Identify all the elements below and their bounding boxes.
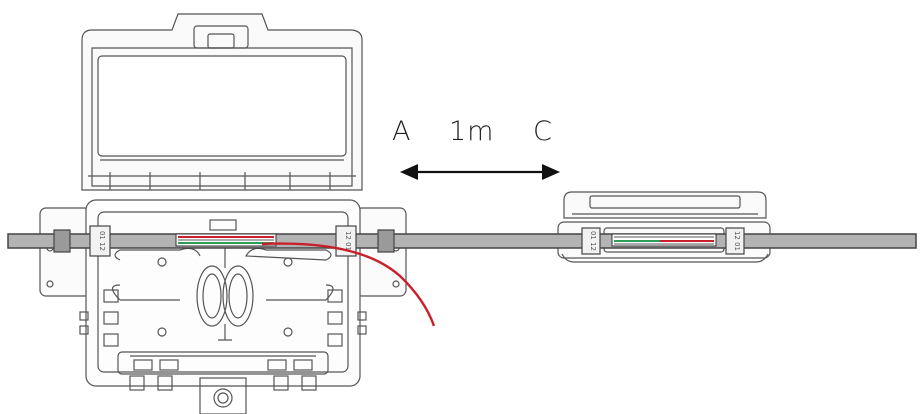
port-block-right-a: 01 12 (581, 227, 601, 255)
closure-lid (81, 13, 363, 191)
port-block-right-b: 12 01 (725, 227, 745, 255)
label-point-a: A (392, 116, 412, 147)
label-point-c: C (533, 116, 553, 147)
port-label: 01 12 (589, 231, 597, 251)
fibers-right (611, 233, 717, 247)
fiber-cable (7, 229, 917, 253)
port-block-left-a: 01 12 (89, 225, 111, 257)
port-label: 12 01 (733, 231, 741, 251)
open-closure (39, 13, 407, 414)
fibers-left (175, 233, 436, 327)
label-distance: 1m (449, 116, 495, 147)
port-label: 12 01 (344, 231, 352, 251)
distance-arrow (400, 164, 560, 180)
port-label: 01 12 (98, 231, 106, 251)
